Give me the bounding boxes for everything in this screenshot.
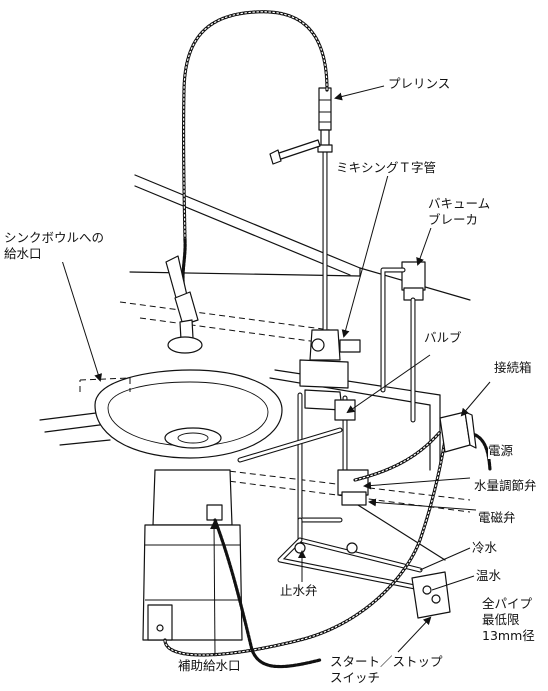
label-aux-inlet: 補助給水口 <box>178 658 241 674</box>
label-solenoid-valve: 電磁弁 <box>478 510 516 526</box>
disposer-unit <box>142 469 243 641</box>
label-start-stop-switch: スタート／ストップ スイッチ <box>330 654 443 686</box>
label-cold-water: 冷水 <box>472 540 498 556</box>
mixing-tee-assembly <box>299 329 361 411</box>
label-valve: バルブ <box>424 330 462 346</box>
label-hot-water: 温水 <box>476 568 502 584</box>
spray-gun <box>165 255 203 354</box>
pre-rinse-hose <box>181 10 329 297</box>
sink-bowl <box>79 369 283 459</box>
lower-plumbing <box>237 392 433 593</box>
label-sink-inlet: シンクボウルへの 給水口 <box>4 230 105 262</box>
riser-pipe <box>317 87 333 343</box>
label-mixing-tee: ミキシングＴ字管 <box>336 160 437 176</box>
leader-lines <box>59 85 491 656</box>
label-shutoff-valve: 止水弁 <box>280 583 318 599</box>
electrical-cable <box>163 430 492 669</box>
label-pipe-note: 全パイプ 最低限 13mm径 <box>482 596 535 644</box>
label-pre-rinse: プレリンス <box>388 76 451 92</box>
label-junction-box: 接続箱 <box>494 360 532 376</box>
vacuum-breaker <box>380 261 426 423</box>
label-power: 電源 <box>488 443 514 459</box>
start-stop-switch <box>411 571 451 619</box>
counter-top <box>39 174 471 561</box>
junction-box <box>439 411 477 453</box>
label-flow-regulator: 水量調節弁 <box>474 478 537 494</box>
spray-head <box>269 139 321 165</box>
label-vacuum-breaker: バキューム ブレーカ <box>428 196 491 228</box>
